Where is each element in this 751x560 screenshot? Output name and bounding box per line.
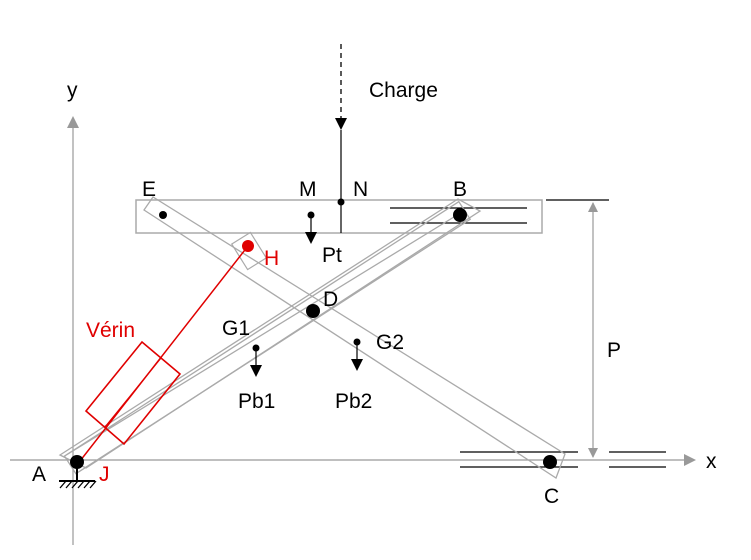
arm-ec-outline bbox=[143, 196, 566, 479]
label-y: y bbox=[67, 79, 78, 102]
actuator-body bbox=[84, 340, 182, 446]
label-x: x bbox=[706, 450, 717, 473]
label-h: H bbox=[264, 247, 279, 270]
point-b bbox=[453, 208, 467, 222]
ground-hatch bbox=[59, 480, 97, 489]
label-g2: G2 bbox=[376, 331, 404, 354]
label-verin: Vérin bbox=[86, 319, 135, 342]
label-c: C bbox=[544, 485, 559, 508]
label-m: M bbox=[299, 178, 317, 201]
label-e: E bbox=[142, 178, 156, 201]
point-n bbox=[337, 198, 345, 206]
label-pb2: Pb2 bbox=[335, 390, 372, 413]
platform-plate bbox=[135, 199, 543, 234]
point-g1 bbox=[252, 344, 260, 352]
point-h bbox=[242, 240, 254, 252]
point-d bbox=[306, 304, 320, 318]
label-b: B bbox=[453, 178, 467, 201]
point-e bbox=[159, 211, 167, 219]
label-j: J bbox=[99, 463, 110, 486]
label-pt: Pt bbox=[322, 244, 342, 267]
label-a: A bbox=[32, 463, 46, 486]
point-g2 bbox=[353, 338, 361, 346]
label-g1: G1 bbox=[222, 317, 250, 340]
actuator-rod bbox=[79, 245, 249, 462]
label-charge: Charge bbox=[369, 79, 438, 102]
actuator-inner bbox=[104, 357, 162, 428]
point-c bbox=[543, 455, 557, 469]
point-m bbox=[307, 211, 315, 219]
label-pb1: Pb1 bbox=[238, 390, 275, 413]
label-d: D bbox=[323, 288, 338, 311]
label-p: P bbox=[607, 339, 621, 362]
label-n: N bbox=[353, 178, 368, 201]
